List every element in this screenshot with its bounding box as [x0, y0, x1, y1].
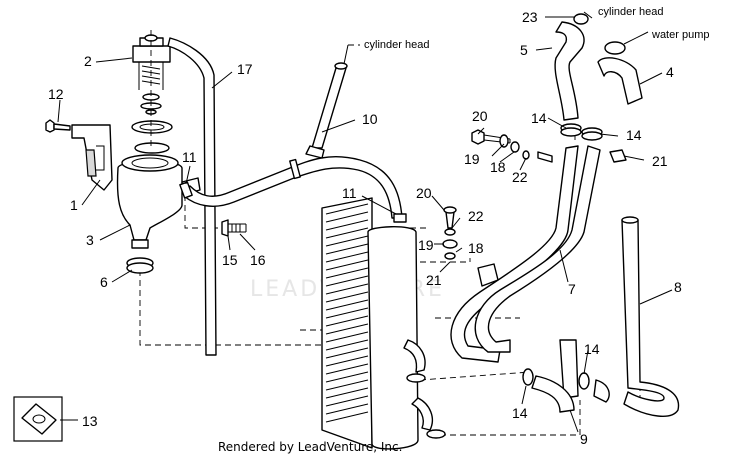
callout-8: 8 [674, 279, 682, 295]
note-cylinder-head-top: cylinder head [598, 6, 663, 18]
callout-14-lower-right: 14 [584, 341, 600, 357]
hose-part-10 [305, 62, 348, 159]
render-credit: Rendered by LeadVenture, Inc. [218, 440, 402, 454]
connecting-hose [179, 156, 407, 223]
note-water-pump: water pump [651, 29, 709, 41]
callout-2: 2 [84, 53, 92, 69]
callout-23: 23 [522, 9, 538, 25]
callout-21-upper: 21 [652, 153, 668, 169]
callout-1: 1 [70, 197, 78, 213]
callout-14-upper-left: 14 [531, 110, 547, 126]
callout-19-lower: 19 [418, 237, 434, 253]
callout-16: 16 [250, 252, 266, 268]
callout-11-left: 11 [182, 149, 197, 165]
hose-part-5 [554, 13, 589, 121]
callout-13: 13 [82, 413, 98, 429]
bolt-washer-set-lower [442, 206, 499, 287]
callout-numbers: 2 12 1 3 6 17 11 15 16 10 11 13 23 5 4 2… [48, 9, 682, 447]
hose-part-7 [450, 145, 601, 363]
hose-part-9 [531, 339, 610, 413]
clip-part-13 [13, 396, 63, 442]
pipe-part-8 [621, 216, 680, 417]
expansion-tank-cap-part-2 [131, 30, 173, 154]
callout-15: 15 [222, 252, 238, 268]
callout-17: 17 [237, 61, 253, 77]
callout-14-upper-right: 14 [626, 127, 642, 143]
callout-3: 3 [86, 232, 94, 248]
callout-22-lower: 22 [468, 208, 484, 224]
callout-22-upper: 22 [512, 169, 528, 185]
expansion-tank-part-3 [116, 154, 201, 249]
callout-7: 7 [568, 281, 576, 297]
screw-part-15-16 [221, 219, 247, 237]
callout-4: 4 [666, 64, 674, 80]
callout-11-right: 11 [342, 185, 357, 201]
leader-lines [57, 11, 673, 433]
radiator [321, 197, 446, 450]
callout-12: 12 [48, 86, 64, 102]
callout-21-lower: 21 [426, 272, 442, 288]
bolt-washer-set-upper [471, 129, 627, 163]
callout-6: 6 [100, 274, 108, 290]
callout-18-upper: 18 [490, 159, 506, 175]
callout-10: 10 [362, 111, 378, 127]
screw-part-12 [45, 119, 71, 133]
callout-5: 5 [520, 42, 528, 58]
clamps-part-14-lower [522, 368, 590, 390]
callout-14-lower-left: 14 [512, 405, 528, 421]
bracket-part-1 [71, 124, 113, 191]
clamps-part-14-upper [560, 123, 603, 141]
hose-part-4 [597, 41, 643, 105]
callout-20-lower: 20 [416, 185, 432, 201]
callout-20-upper: 20 [472, 108, 488, 124]
callout-18-lower: 18 [468, 240, 484, 256]
callout-19-upper: 19 [464, 151, 480, 167]
note-cylinder-head-left: cylinder head [364, 39, 429, 51]
callout-9: 9 [580, 431, 588, 447]
annotation-notes: cylinder head cylinder head water pump [348, 6, 709, 51]
clamp-part-6 [126, 257, 154, 274]
